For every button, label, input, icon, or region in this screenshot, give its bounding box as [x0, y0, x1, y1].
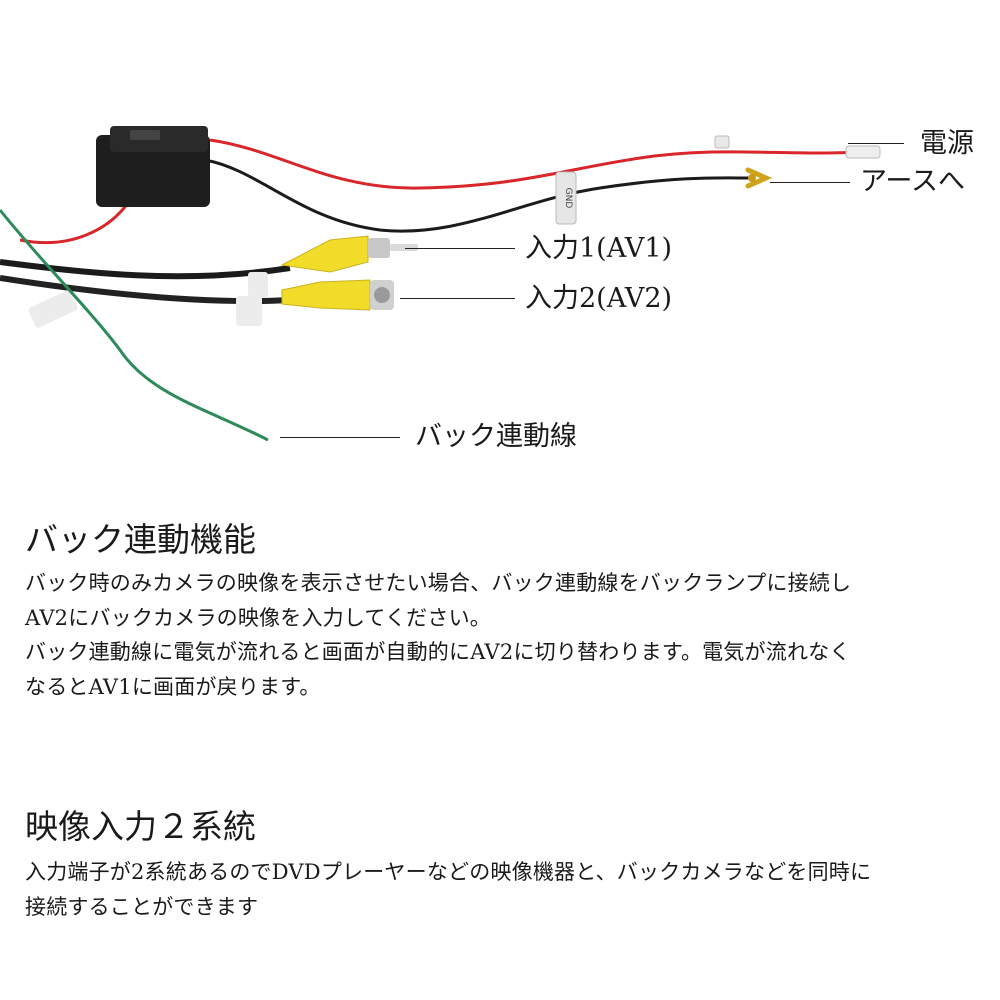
callout-line-reverse: [280, 437, 400, 438]
power-terminal: [714, 135, 881, 159]
green-reverse-wire: [0, 209, 269, 442]
body-line: なるとAV1に画面が戻ります。: [25, 674, 321, 699]
callout-line-ground: [770, 182, 850, 183]
callout-reverse: バック連動線: [415, 421, 577, 452]
rca-plug-input2: [281, 279, 394, 311]
callout-line-input1: [405, 248, 515, 249]
red-wire: [209, 138, 861, 190]
body-line: AV2にバックカメラの映像を入力してください。: [25, 605, 491, 630]
wire-tag-3: [248, 272, 268, 298]
black-ground-wire: [204, 158, 751, 233]
product-photo: GND: [0, 126, 881, 442]
section-title-reverse-function: バック連動機能: [25, 520, 256, 559]
body-line: 入力端子が2系統あるのでDVDプレーヤーなどの映像機器と、バックカメラなどを同時…: [25, 860, 872, 884]
red-wire-left: [19, 199, 132, 245]
section-title-dual-input: 映像入力２系統: [25, 807, 256, 846]
callout-input1: 入力1(AV1): [525, 233, 673, 264]
wire-tag-1: [28, 290, 78, 328]
body-line: バック時のみカメラの映像を表示させたい場合、バック連動線をバックランプに接続し: [25, 571, 852, 595]
gnd-tag: [555, 171, 577, 225]
body-line: 接続することができます: [25, 894, 259, 919]
body-line: バック連動線に電気が流れると画面が自動的にAV2に切り替わります。電気が流れなく: [25, 640, 851, 664]
callout-line-input2: [400, 298, 515, 299]
callout-ground: アースへ: [860, 166, 966, 197]
callout-line-power: [848, 143, 904, 144]
section-body-reverse-function: バック時のみカメラの映像を表示させたい場合、バック連動線をバックランプに接続し …: [25, 566, 975, 704]
section-body-dual-input: 入力端子が2系統あるのでDVDプレーヤーなどの映像機器と、バックカメラなどを同時…: [25, 855, 975, 924]
wire-tag-2: [236, 296, 262, 326]
control-box: [96, 126, 210, 207]
callout-input2: 入力2(AV2): [525, 283, 673, 314]
black-cable-1: [0, 259, 291, 280]
rca-plug-input1: [280, 235, 418, 273]
ground-fork-terminal: [745, 167, 773, 189]
callout-power: 電源: [920, 128, 974, 159]
gnd-tag-label: GND: [563, 188, 573, 209]
